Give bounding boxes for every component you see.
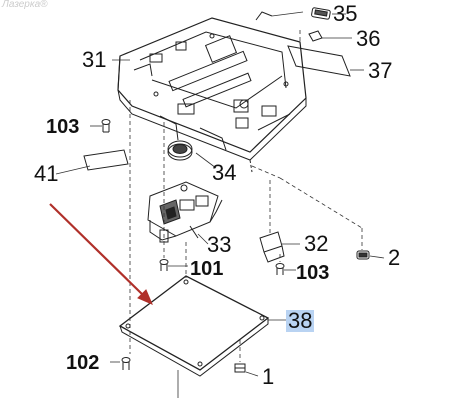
label-34: 34 xyxy=(212,160,237,185)
label-31: 31 xyxy=(82,47,107,72)
label-38-highlighted[interactable]: 38 xyxy=(286,308,315,333)
label-35: 35 xyxy=(333,1,358,26)
label-101: 101 xyxy=(190,258,224,280)
label-1: 1 xyxy=(262,364,275,389)
part-38-board[interactable] xyxy=(118,275,270,377)
part-36-pad xyxy=(308,30,323,42)
screw-103-right xyxy=(275,263,285,275)
label-36: 36 xyxy=(356,26,381,51)
label-37: 37 xyxy=(368,58,393,83)
part-2-clip xyxy=(356,250,370,260)
label-103-right: 103 xyxy=(296,262,330,284)
label-102: 102 xyxy=(66,352,100,374)
part-41-sheet xyxy=(83,149,129,171)
screw-102 xyxy=(121,357,131,370)
part-1-block xyxy=(234,363,246,373)
watermark: Лазерка® xyxy=(2,0,48,10)
label-32: 32 xyxy=(304,231,329,256)
red-arrow xyxy=(49,203,153,305)
label-33: 33 xyxy=(207,232,232,257)
frame-plate xyxy=(117,11,307,173)
screw-101 xyxy=(159,259,169,271)
label-103-left: 103 xyxy=(46,116,80,138)
label-2: 2 xyxy=(388,245,401,270)
leader-lines xyxy=(55,11,385,398)
part-33-bracket xyxy=(147,181,223,243)
screw-103-left xyxy=(101,119,111,133)
part-32-plate xyxy=(259,231,285,263)
part-34-disc xyxy=(167,140,193,161)
label-41: 41 xyxy=(34,161,59,186)
part-37-sheet xyxy=(287,45,351,77)
dashed-guides xyxy=(129,30,363,362)
part-35-latch xyxy=(311,7,331,20)
